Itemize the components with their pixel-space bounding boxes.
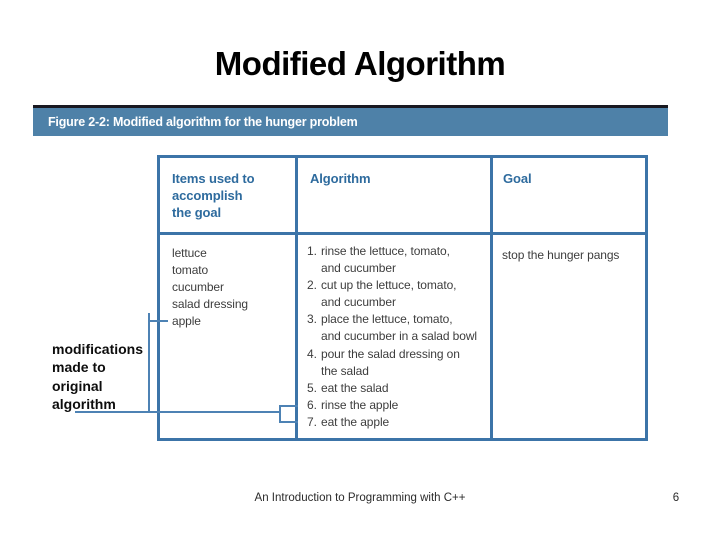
- figure-caption-banner: Figure 2-2: Modified algorithm for the h…: [33, 105, 668, 136]
- algorithm-step: 5. eat the salad: [307, 380, 487, 397]
- step-number: 2.: [307, 278, 317, 293]
- algorithm-step: 2. cut up the lettuce, tomato, and cucum…: [307, 277, 487, 311]
- step-number: 6.: [307, 397, 317, 412]
- step-text: rinse the lettuce, tomato, and cucumber: [321, 244, 450, 276]
- callout-line-horizontal: [75, 411, 281, 413]
- slide-title: Modified Algorithm: [214, 45, 506, 82]
- callout-bracket-tick-top: [281, 405, 298, 407]
- algorithm-step: 7. eat the apple: [307, 414, 487, 431]
- callout-bracket-tick-bottom: [281, 421, 298, 423]
- annotation-label: modifications made to original algorithm: [52, 341, 144, 413]
- algorithm-step: 1. rinse the lettuce, tomato, and cucumb…: [307, 243, 487, 277]
- step-number: 5.: [307, 380, 317, 395]
- list-item: apple: [172, 314, 201, 329]
- algorithm-step: 6. rinse the apple: [307, 397, 487, 414]
- figure-table: Items used to accomplish the goal Algori…: [157, 155, 648, 441]
- step-text: rinse the apple: [321, 397, 399, 412]
- step-number: 7.: [307, 414, 317, 429]
- table-header-divider: [160, 232, 645, 235]
- items-list: lettuce tomato cucumber salad dressing a…: [172, 245, 290, 330]
- page-number: 6: [672, 492, 680, 504]
- algorithm-steps: 1. rinse the lettuce, tomato, and cucumb…: [307, 243, 487, 431]
- list-item: lettuce: [172, 246, 207, 260]
- step-number: 4.: [307, 346, 317, 361]
- list-item: cucumber: [172, 280, 224, 295]
- figure-caption: Figure 2-2: Modified algorithm for the h…: [48, 115, 358, 129]
- algorithm-step: 3. place the lettuce, tomato, and cucumb…: [307, 311, 487, 345]
- list-item: tomato: [172, 263, 209, 278]
- column-header-items: Items used to accomplish the goal: [172, 171, 255, 220]
- step-text: cut up the lettuce, tomato, and cucumber: [321, 278, 457, 310]
- column-header-algorithm: Algorithm: [310, 171, 371, 186]
- table-column-divider-2: [490, 158, 493, 438]
- callout-tick-apple: [150, 320, 168, 322]
- algorithm-step: 4. pour the salad dressing on the salad: [307, 346, 487, 380]
- goal-cell: stop the hunger pangs: [502, 248, 620, 262]
- step-text: pour the salad dressing on the salad: [321, 346, 460, 378]
- footer-title: An Introduction to Programming with C++: [254, 492, 466, 504]
- step-number: 1.: [307, 244, 317, 258]
- list-item: salad dressing: [172, 297, 248, 312]
- callout-bracket-vertical: [279, 405, 281, 423]
- step-number: 3.: [307, 312, 317, 327]
- callout-line-vertical: [148, 313, 150, 413]
- step-text: eat the apple: [321, 414, 390, 429]
- table-column-divider-1: [295, 158, 298, 438]
- step-text: place the lettuce, tomato, and cucumber …: [321, 312, 477, 344]
- column-header-goal: Goal: [503, 171, 532, 186]
- step-text: eat the salad: [321, 380, 389, 395]
